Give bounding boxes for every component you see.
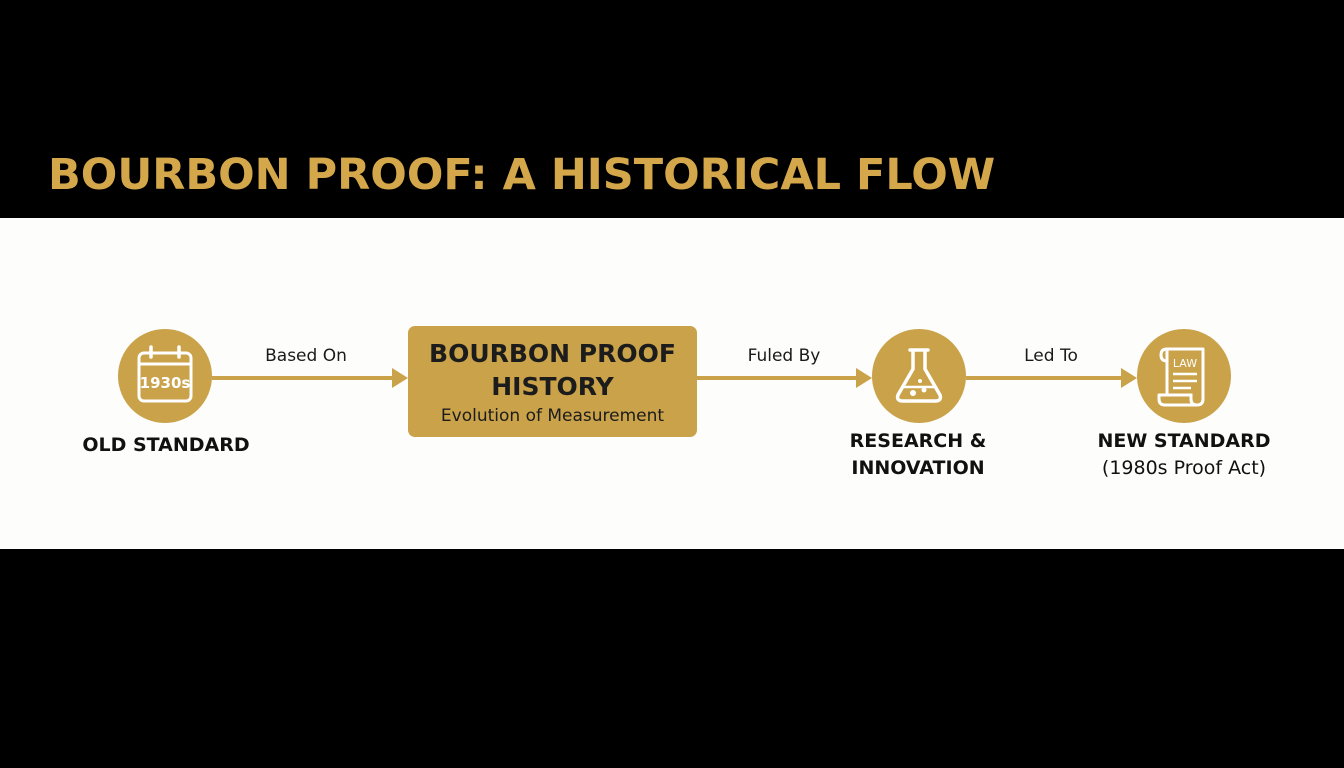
connector-led-to	[966, 368, 1137, 388]
page-title: BOURBON PROOF: A HISTORICAL FLOW	[48, 150, 996, 200]
flow-diagram: 1930s OLD STANDARD Based On BOURBON PROO…	[0, 218, 1344, 549]
bourbon-proof-history-box: BOURBON PROOF HISTORY Evolution of Measu…	[408, 326, 697, 437]
research-label: RESEARCH & INNOVATION	[838, 428, 998, 482]
edge-label-led-to: Led To	[1024, 346, 1078, 366]
hub-title: BOURBON PROOF HISTORY	[429, 339, 676, 401]
new-standard-label-line2: (1980s Proof Act)	[1101, 457, 1267, 479]
edge-label-based-on: Based On	[265, 346, 347, 366]
old-standard-node: 1930s	[118, 329, 212, 423]
new-standard-label: NEW STANDARD (1980s Proof Act)	[1094, 428, 1274, 482]
connector-fueled-by	[697, 368, 872, 388]
flask-icon	[895, 348, 943, 403]
research-node	[872, 329, 966, 423]
calendar-year-text: 1930s	[140, 374, 191, 392]
research-label-line2: INNOVATION	[851, 457, 985, 479]
new-standard-label-line1: NEW STANDARD	[1097, 430, 1271, 452]
edge-label-fueled-by: Fuled By	[747, 346, 821, 366]
research-label-line1: RESEARCH &	[849, 430, 987, 452]
law-scroll-icon: LAW	[1157, 347, 1205, 407]
new-standard-node: LAW	[1137, 329, 1231, 423]
old-standard-label: OLD STANDARD	[82, 434, 250, 456]
hub-subtitle: Evolution of Measurement	[440, 406, 665, 426]
law-text: LAW	[1173, 357, 1197, 370]
calendar-icon: 1930s	[137, 345, 193, 403]
connector-layer	[212, 368, 1137, 388]
connector-based-on	[212, 368, 408, 388]
